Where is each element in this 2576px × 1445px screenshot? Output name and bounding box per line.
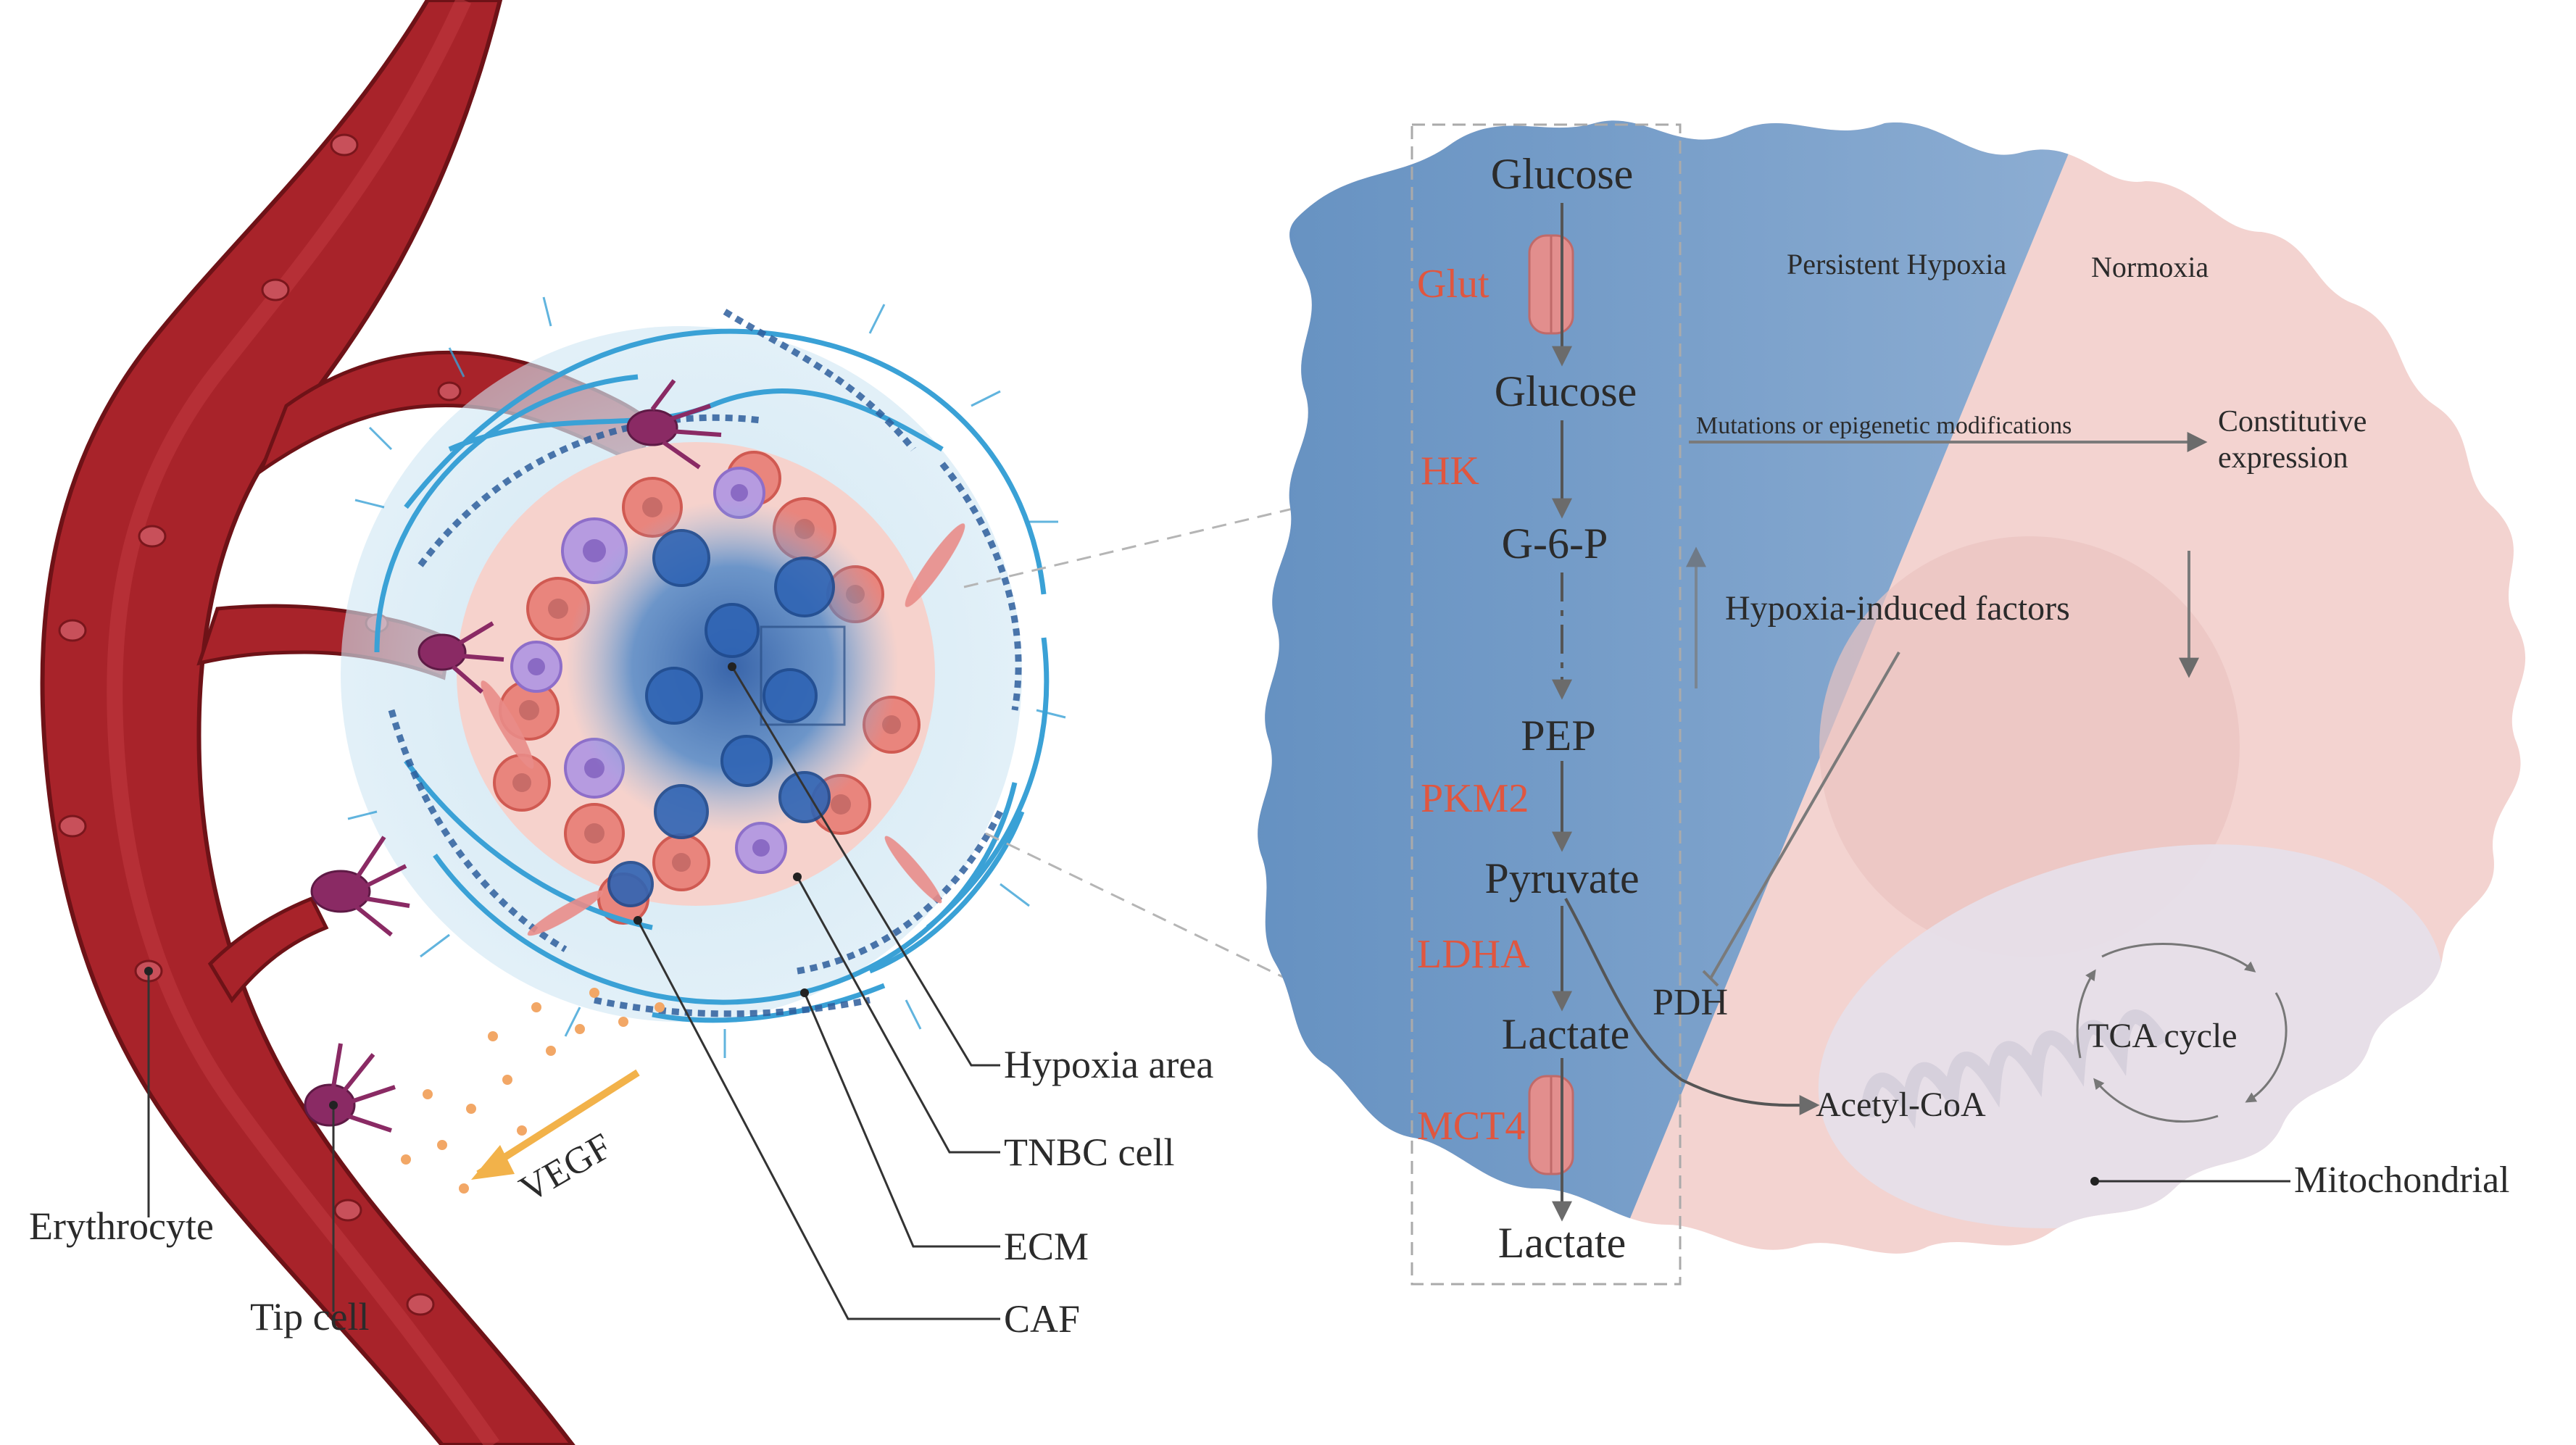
tip-cells: [304, 379, 722, 1133]
regulation-arrows: [1686, 432, 2208, 987]
right-labels: Persistent Hypoxia Normoxia Mutations or…: [1653, 248, 2510, 1201]
label-pyruvate: Pyruvate: [1484, 854, 1639, 902]
label-hif: Hypoxia-induced factors: [1725, 589, 2070, 628]
label-mitochondrial: Mitochondrial: [2294, 1159, 2510, 1201]
leader-lines-left: [147, 666, 1000, 1320]
label-mct4: MCT4: [1417, 1104, 1525, 1149]
pathway-arrows: [1552, 203, 1820, 1222]
label-constitutive-1: Constitutive: [2218, 405, 2367, 438]
label-persistent-hypoxia: Persistent Hypoxia: [1787, 248, 2007, 280]
label-hk: HK: [1421, 449, 1479, 494]
tip-cell-2: [417, 621, 504, 694]
label-tca-cycle: TCA cycle: [2087, 1017, 2238, 1055]
label-glucose-out: Glucose: [1491, 150, 1634, 198]
tip-cell-4: [304, 1043, 396, 1133]
label-ldha: LDHA: [1417, 932, 1530, 977]
ecm-fibers: [374, 328, 1050, 1023]
label-lactate-in: Lactate: [1502, 1010, 1630, 1058]
label-normoxia: Normoxia: [2091, 251, 2209, 283]
label-hypoxia-area: Hypoxia area: [1004, 1043, 1213, 1086]
label-pkm2: PKM2: [1421, 776, 1529, 821]
tca-cycle-arrows: [2076, 943, 2288, 1123]
tip-cell-1: [626, 379, 722, 470]
label-caf: CAF: [1004, 1297, 1080, 1341]
label-acetyl-coa: Acetyl-CoA: [1816, 1086, 1986, 1124]
label-glut: Glut: [1417, 262, 1489, 307]
vegf-particles: [401, 988, 665, 1194]
cancer-cell: [1258, 120, 2526, 1254]
label-glucose-in: Glucose: [1495, 367, 1637, 415]
mct4-transporter: [1528, 1075, 1574, 1175]
label-ecm: ECM: [1004, 1225, 1089, 1268]
label-erythrocyte: Erythrocyte: [29, 1204, 214, 1248]
tip-cell-3: [310, 836, 410, 937]
label-tnbc-cell: TNBC cell: [1004, 1130, 1174, 1174]
label-pdh: PDH: [1653, 982, 1728, 1023]
tumor-sphere: [341, 296, 1066, 1058]
label-g6p: G-6-P: [1502, 520, 1608, 567]
label-lactate-out: Lactate: [1498, 1219, 1626, 1267]
label-constitutive-2: expression: [2218, 441, 2348, 475]
pathway-labels: Glucose Glut Glucose HK G-6-P PEP PKM2 P…: [1417, 150, 1640, 1267]
pathway-box: [1410, 123, 1682, 1286]
glut-transporter: [1528, 234, 1574, 335]
label-mutations: Mutations or epigenetic modifications: [1696, 412, 2072, 439]
label-pep: PEP: [1521, 712, 1595, 759]
label-tip-cell: Tip cell: [250, 1295, 370, 1338]
